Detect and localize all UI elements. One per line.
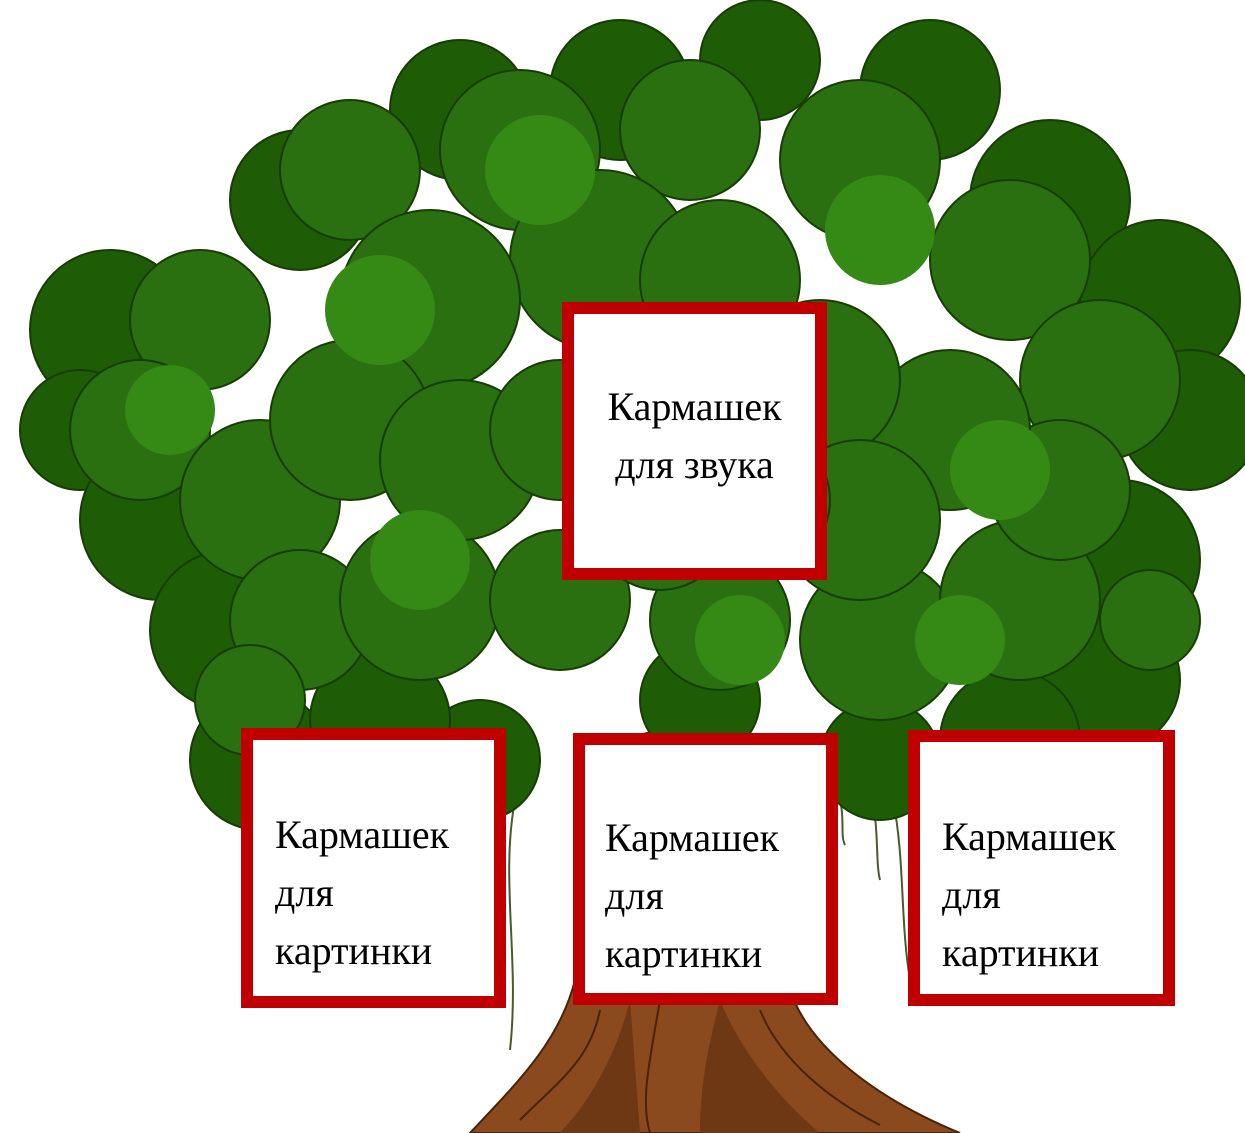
sound-pocket-label: Кармашек для звука [607,384,782,487]
picture-pocket-label: Кармашек для картинки [942,814,1117,975]
picture-pocket-left: Кармашек для картинки [241,728,506,1008]
hanging-vines [508,789,911,1051]
picture-pocket-label: Кармашек для картинки [275,812,450,973]
sound-pocket: Кармашек для звука [562,302,827,580]
picture-pocket-middle: Кармашек для картинки [573,733,838,1005]
picture-pocket-label: Кармашек для картинки [605,815,780,976]
picture-pocket-right: Кармашек для картинки [908,730,1175,1006]
